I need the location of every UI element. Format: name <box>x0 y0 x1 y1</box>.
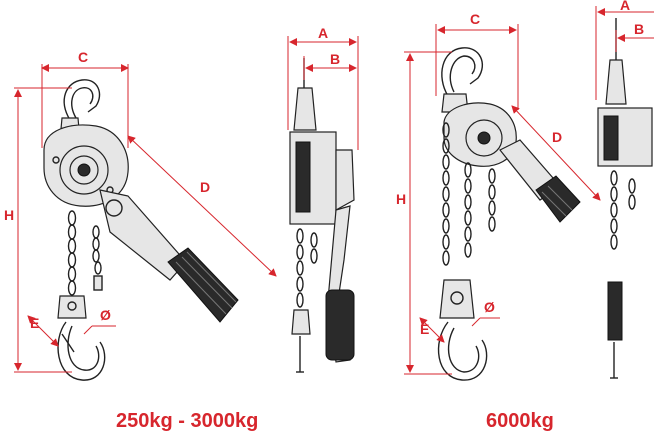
right-load-chain <box>442 122 496 266</box>
left-dim-diameter-label: Ø <box>100 307 111 323</box>
left-dim-e-label: E <box>30 315 39 331</box>
left-dim-d-label: D <box>200 179 210 195</box>
left-dim-b-label: B <box>330 51 340 67</box>
caption-capacity-6000: 6000kg <box>486 410 554 432</box>
left-load-chain <box>67 210 77 296</box>
right-top-hook <box>441 47 483 97</box>
right-dim-b-label: B <box>634 21 644 37</box>
right-dim-diameter-label: Ø <box>484 299 495 315</box>
left-bottom-block <box>57 295 87 319</box>
left-top-hook <box>63 79 101 121</box>
right-hoist-side-view <box>597 18 653 379</box>
right-dim-d-label: D <box>552 129 562 145</box>
right-dim-a-label: A <box>620 0 630 13</box>
left-hoist-front-view <box>43 79 239 381</box>
left-lever-grip <box>167 247 239 323</box>
right-hoist-front-view <box>437 47 581 381</box>
right-dim-e-label: E <box>420 321 429 337</box>
dimension-lines <box>14 6 654 375</box>
dimension-letters: C H D E Ø A B C H D E Ø A B <box>4 0 644 337</box>
right-dim-h-label: H <box>396 191 406 207</box>
left-dim-c-label: C <box>78 49 88 65</box>
left-dim-a-label: A <box>318 25 328 41</box>
right-dim-c-label: C <box>470 11 480 27</box>
right-bottom-block <box>439 279 475 319</box>
left-hoist-side-view <box>289 58 355 373</box>
caption-capacity-range: 250kg - 3000kg <box>116 410 259 432</box>
left-dim-h-label: H <box>4 207 14 223</box>
